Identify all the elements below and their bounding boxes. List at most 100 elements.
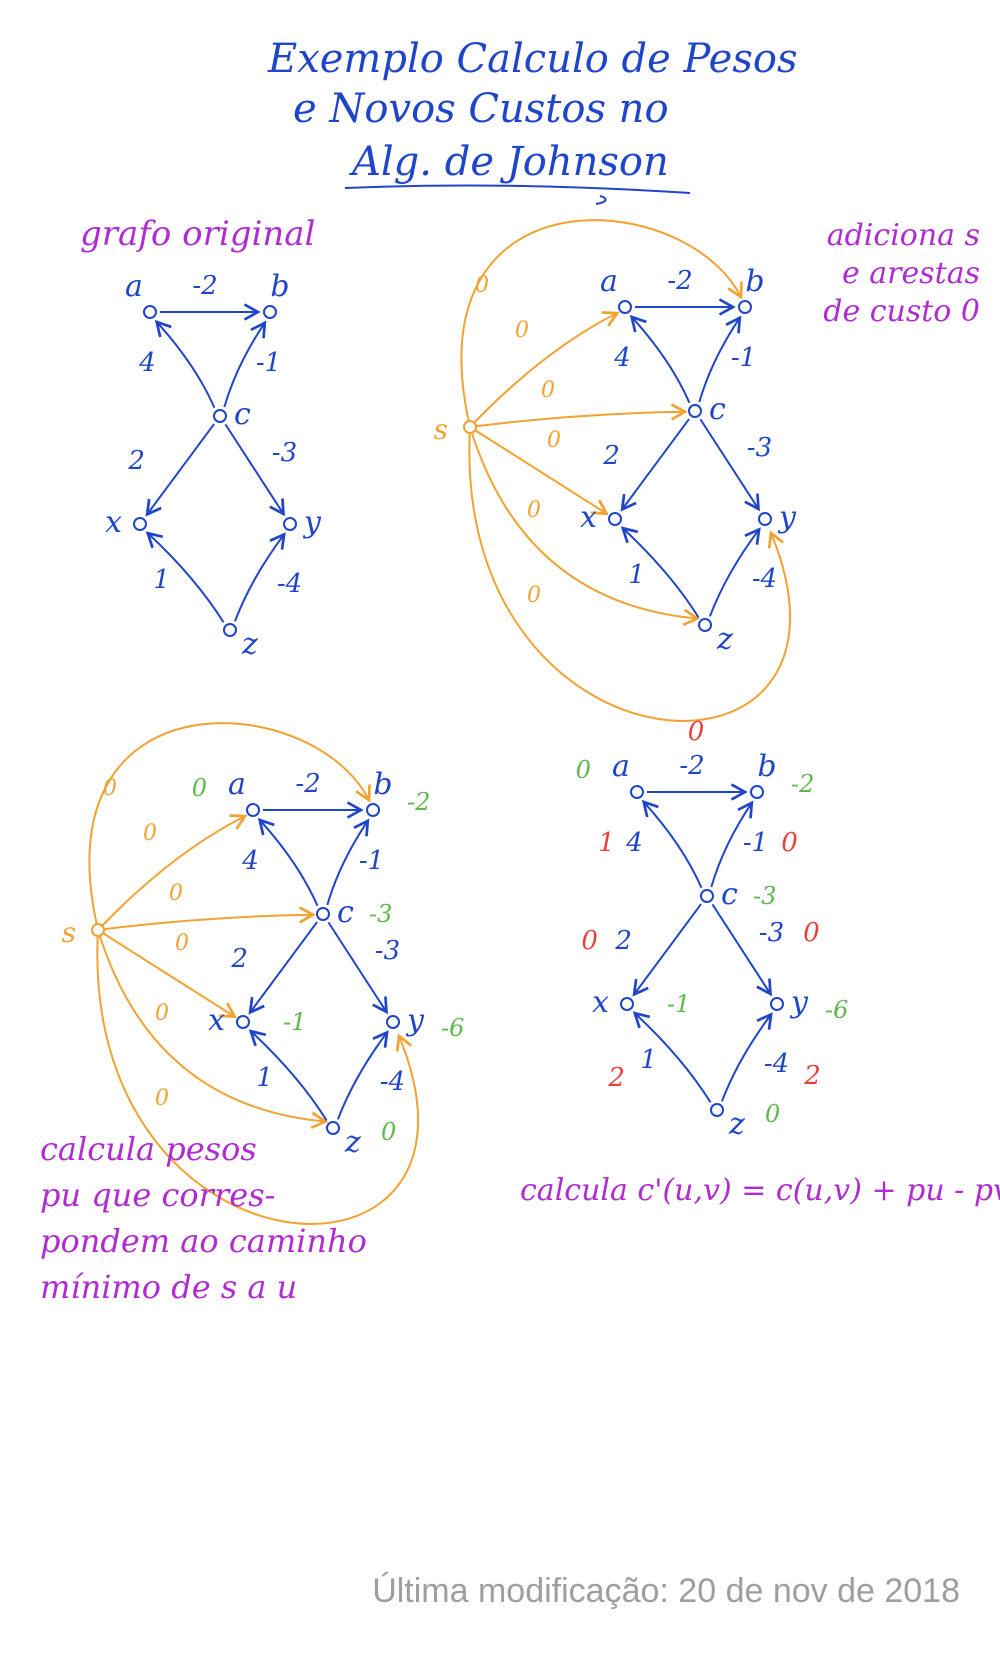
source-edge-to-z: [469, 426, 701, 627]
new-cost-c-y: 0: [803, 918, 820, 948]
edge-cost-c-b: -1: [731, 343, 756, 373]
edge-z-x: [145, 531, 225, 623]
node-label-x: x: [105, 505, 122, 540]
new-cost-c-x: 0: [581, 926, 598, 956]
node-b: [738, 300, 752, 314]
node-z: [710, 1103, 724, 1117]
node-weight-z: 0: [765, 1100, 780, 1128]
new-cost-z-y: 2: [803, 1061, 821, 1091]
title-line-1: Exemplo Calculo de Pesos: [267, 36, 797, 82]
edge-cost-z-y: -4: [764, 1049, 789, 1079]
edge-c-a: [641, 799, 703, 889]
caption-p3-line-4: mínimo de s a u: [40, 1268, 297, 1306]
edge-cost-c-a: 4: [241, 846, 259, 876]
edge-cost-c-a: 4: [625, 828, 643, 858]
caption-p3-line-2: pu que corres-: [40, 1176, 275, 1214]
edge-cost-z-x: 1: [640, 1045, 657, 1075]
node-label-a: a: [125, 269, 143, 304]
node-a: [618, 300, 632, 314]
edge-cost-c-y: -3: [747, 433, 772, 463]
node-label-x: x: [592, 985, 609, 1020]
edge-z-x: [248, 1029, 328, 1121]
node-a: [630, 785, 644, 799]
edge-cost-z-x: 1: [628, 560, 645, 590]
node-label-c: c: [234, 397, 251, 432]
edge-c-x: [620, 418, 690, 512]
source-edge-to-z: [97, 929, 329, 1130]
source-edge-cost-label: 0: [169, 881, 183, 906]
node-x: [608, 512, 622, 526]
edge-c-y: [711, 903, 772, 997]
node-weight-x: -1: [667, 990, 690, 1018]
node-c: [213, 409, 227, 423]
node-z: [698, 618, 712, 632]
source-edge-cost-label: 0: [143, 821, 157, 846]
edge-c-y: [224, 423, 285, 517]
edge-cost-z-y: -4: [380, 1067, 405, 1097]
source-edge-to-y: [96, 929, 420, 1225]
edge-z-y: [708, 527, 761, 617]
node-y: [758, 512, 772, 526]
source-edge-to-a: [469, 311, 620, 428]
source-edge-cost-label: 0: [547, 428, 561, 453]
node-weight-a: 0: [576, 756, 591, 784]
source-edge-to-c: [469, 403, 688, 428]
edge-c-y: [327, 921, 388, 1015]
node-weight-z: 0: [381, 1118, 396, 1146]
node-b: [366, 803, 380, 817]
node-weight-b: -2: [791, 770, 814, 798]
title: Exemplo Calculo de Pesos e Novos Custos …: [267, 36, 797, 185]
node-weight-y: -6: [441, 1014, 464, 1042]
source-edge-cost-label: 0: [527, 583, 541, 608]
source-edge-cost-label: 0: [155, 1086, 169, 1111]
source-node: [91, 923, 105, 937]
node-label-c: c: [337, 895, 354, 930]
node-label-y: y: [405, 1003, 425, 1038]
source-edge-to-a: [97, 814, 248, 931]
caption-p4-line-1: calcula c'(u,v) = c(u,v) + pu - pv: [520, 1173, 1000, 1208]
node-label-z: z: [241, 627, 258, 662]
node-a: [143, 305, 157, 319]
node-weight-b: -2: [407, 788, 430, 816]
source-edge-cost-label: 0: [527, 498, 541, 523]
edge-z-x: [620, 526, 700, 618]
edge-cost-a-b: -2: [679, 751, 704, 781]
edge-c-a: [154, 319, 216, 409]
edge-cost-z-y: -4: [277, 569, 302, 599]
node-label-x: x: [208, 1003, 225, 1038]
node-label-y: y: [777, 500, 797, 535]
source-edge-to-b: [88, 722, 371, 931]
source-node-label: s: [62, 916, 76, 949]
edge-cost-c-x: 2: [614, 926, 632, 956]
source-edge-to-b: [460, 219, 743, 428]
node-label-z: z: [344, 1125, 361, 1160]
source-edge-cost-label: 0: [103, 776, 117, 801]
node-label-c: c: [721, 877, 738, 912]
new-cost-z-x: 2: [607, 1063, 625, 1093]
edge-c-b: [698, 315, 742, 403]
source-node-group: s 0 0 0 0 0 0: [62, 722, 420, 1225]
edge-cost-c-a: 4: [613, 343, 631, 373]
node-label-y: y: [789, 985, 809, 1020]
node-y: [386, 1015, 400, 1029]
node-label-a: a: [612, 749, 630, 784]
source-edge-cost-label: 0: [155, 1001, 169, 1026]
node-label-b: b: [373, 767, 392, 802]
node-b: [263, 305, 277, 319]
title-underline: [344, 184, 691, 194]
node-y: [770, 997, 784, 1011]
edge-c-x: [248, 921, 318, 1015]
edge-z-y: [336, 1030, 389, 1120]
node-label-b: b: [270, 269, 289, 304]
node-label-b: b: [745, 264, 764, 299]
node-label-y: y: [302, 505, 322, 540]
node-weight-c: -3: [753, 882, 776, 910]
node-b: [750, 785, 764, 799]
node-weight-y: -6: [825, 996, 848, 1024]
node-label-z: z: [716, 622, 733, 657]
node-label-b: b: [757, 749, 776, 784]
